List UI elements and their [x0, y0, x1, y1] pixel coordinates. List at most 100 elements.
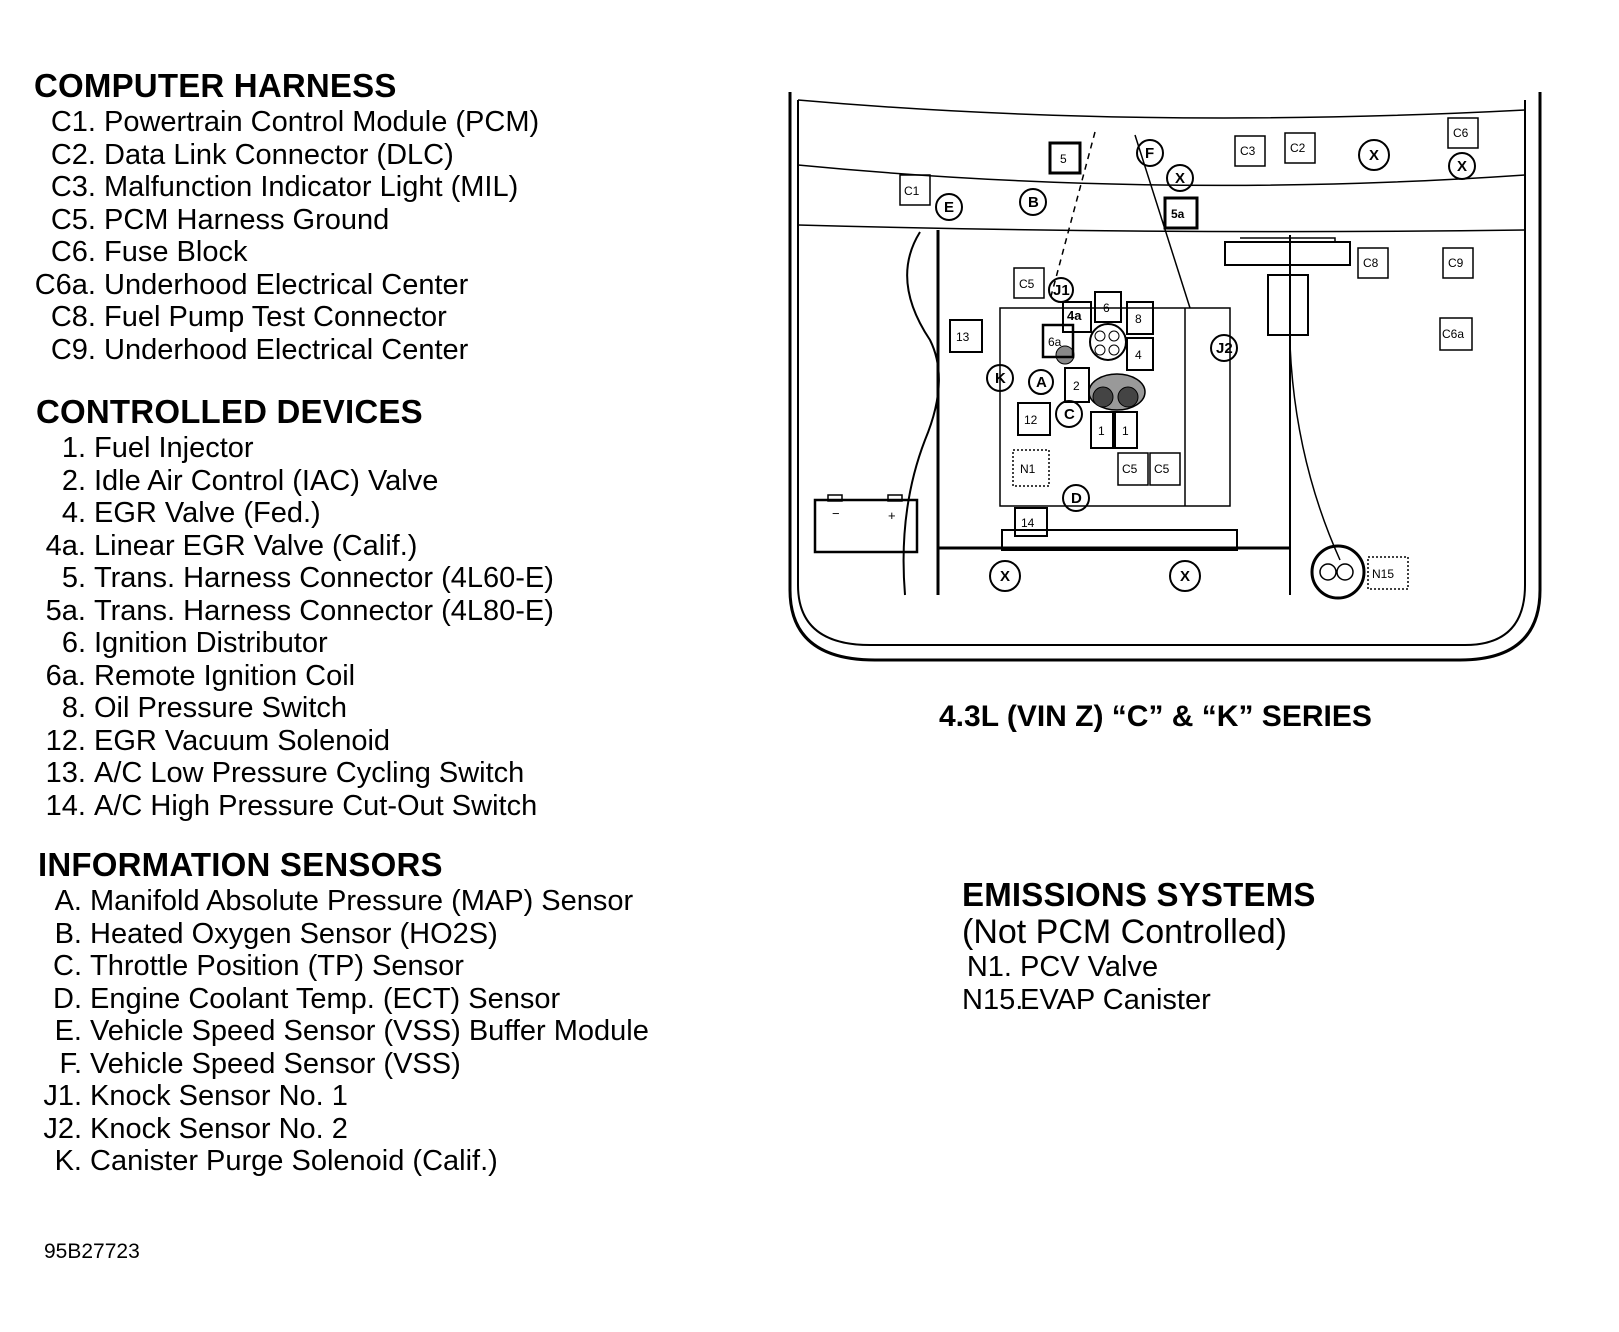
legend-item-label: Data Link Connector (DLC)	[104, 138, 454, 171]
legend-item-code: A.	[54, 885, 82, 917]
legend-item-code: B.	[54, 917, 82, 950]
sensor-f: F	[1136, 139, 1164, 167]
legend-item-code: 6a.	[45, 659, 86, 692]
device-12: 12	[1017, 402, 1051, 436]
diagram-caption: 4.3L (VIN Z) “C” & “K” SERIES	[939, 700, 1372, 733]
sensor-j2: J2	[1210, 334, 1238, 362]
legend-item-code: 2.	[61, 464, 86, 497]
legend-item: 8.Oil Pressure Switch	[36, 692, 554, 725]
legend-item: C1.Powertrain Control Module (PCM)	[34, 106, 539, 139]
legend-item: C2.Data Link Connector (DLC)	[34, 139, 539, 172]
svg-text:6a: 6a	[1048, 335, 1062, 349]
marker-x-5: X	[1169, 560, 1201, 592]
connector-c6: C6	[1447, 117, 1479, 149]
legend-item: D.Engine Coolant Temp. (ECT) Sensor	[38, 983, 649, 1016]
marker-x-2: X	[1358, 139, 1390, 171]
legend-item-code: 13.	[45, 757, 86, 789]
svg-text:X: X	[1369, 147, 1379, 164]
legend-item-label: Knock Sensor No. 1	[90, 1080, 348, 1112]
legend-item-label: EVAP Canister	[1020, 983, 1211, 1016]
legend-item-code: 4a.	[45, 529, 86, 562]
legend-item-label: Idle Air Control (IAC) Valve	[94, 464, 439, 497]
legend-item-code: C9.	[50, 333, 96, 366]
legend-item-code: 4.	[61, 497, 86, 529]
sensor-a: A	[1028, 369, 1054, 395]
connector-c5-a: C5	[1117, 452, 1149, 486]
legend-item-code: K.	[54, 1145, 82, 1177]
legend-item-code: C1.	[50, 106, 96, 138]
svg-text:C6a: C6a	[1442, 327, 1464, 341]
legend-item-code: F.	[59, 1047, 82, 1080]
connector-c5-b: C5	[1149, 452, 1181, 486]
device-6: 6	[1094, 291, 1122, 323]
legend-item-label: Malfunction Indicator Light (MIL)	[104, 171, 519, 203]
legend-item-label: Trans. Harness Connector (4L60-E)	[94, 562, 554, 594]
battery-plus-label: +	[888, 508, 896, 523]
legend-item: C.Throttle Position (TP) Sensor	[38, 950, 649, 983]
legend-item-label: Underhood Electrical Center	[104, 333, 469, 366]
marker-x-1: X	[1166, 164, 1194, 192]
engine-compartment-diagram: − + N15 C1 C3 C2 C6 C8 C9 C6a C5 C5 C5 5…	[788, 92, 1542, 662]
legend-item-label: Vehicle Speed Sensor (VSS) Buffer Module	[90, 1015, 649, 1047]
connector-c9: C9	[1442, 247, 1474, 279]
cowl-line-mid	[797, 164, 1526, 187]
device-2: 2	[1064, 367, 1090, 403]
legend-item-code: 5a.	[45, 594, 86, 627]
legend-item-label: Fuel Injector	[94, 432, 254, 464]
legend-item-label: EGR Vacuum Solenoid	[94, 724, 391, 757]
emissions-systems-heading: EMISSIONS SYSTEMS	[962, 876, 1316, 913]
svg-text:C: C	[1064, 406, 1075, 423]
legend-item-code: D.	[53, 982, 82, 1015]
legend-item-label: Fuel Pump Test Connector	[104, 301, 447, 333]
legend-item-label: Trans. Harness Connector (4L80-E)	[94, 594, 554, 627]
sensor-e: E	[935, 193, 963, 221]
svg-text:E: E	[944, 199, 954, 216]
legend-item-code: C8.	[50, 301, 96, 333]
computer-harness-section: COMPUTER HARNESS C1.Powertrain Control M…	[34, 68, 539, 366]
legend-item-code: J1.	[43, 1080, 82, 1112]
svg-text:C9: C9	[1448, 256, 1464, 270]
svg-text:1: 1	[1122, 424, 1129, 438]
legend-item-label: Throttle Position (TP) Sensor	[90, 950, 464, 982]
legend-item: 2.Idle Air Control (IAC) Valve	[36, 465, 554, 498]
legend-item: B.Heated Oxygen Sensor (HO2S)	[38, 918, 649, 951]
legend-item: C6a.Underhood Electrical Center	[34, 269, 539, 302]
svg-text:6: 6	[1103, 301, 1110, 315]
connector-c6a: C6a	[1439, 317, 1473, 351]
legend-item: 5.Trans. Harness Connector (4L60-E)	[36, 562, 554, 595]
svg-text:B: B	[1028, 194, 1039, 211]
svg-text:8: 8	[1135, 312, 1142, 326]
legend-item: 12.EGR Vacuum Solenoid	[36, 725, 554, 758]
svg-text:X: X	[1000, 568, 1010, 585]
legend-item: 4.EGR Valve (Fed.)	[36, 497, 554, 530]
legend-item-label: Canister Purge Solenoid (Calif.)	[90, 1145, 498, 1177]
svg-text:1: 1	[1098, 424, 1105, 438]
svg-text:A: A	[1036, 374, 1047, 391]
legend-item-label: Manifold Absolute Pressure (MAP) Sensor	[90, 885, 634, 917]
connector-c5-top: C5	[1013, 267, 1045, 299]
n15-label: N15	[1372, 567, 1394, 581]
legend-item: C9.Underhood Electrical Center	[34, 334, 539, 367]
battery-minus-label: −	[832, 506, 840, 521]
svg-text:C8: C8	[1363, 256, 1379, 270]
information-sensors-list: A.Manifold Absolute Pressure (MAP) Senso…	[38, 885, 649, 1178]
legend-item-label: Knock Sensor No. 2	[90, 1112, 348, 1145]
emissions-systems-section: EMISSIONS SYSTEMS (Not PCM Controlled) N…	[962, 877, 1316, 1016]
device-13: 13	[949, 319, 983, 353]
cowl-line-bottom	[797, 224, 1526, 233]
legend-item-label: Ignition Distributor	[94, 627, 328, 659]
legend-item-code: 14.	[45, 789, 86, 822]
svg-text:5a: 5a	[1171, 207, 1185, 221]
computer-harness-list: C1.Powertrain Control Module (PCM)C2.Dat…	[34, 106, 539, 366]
legend-item-label: Linear EGR Valve (Calif.)	[94, 529, 418, 562]
connector-c3: C3	[1234, 135, 1266, 167]
legend-item: N1.PCV Valve	[962, 951, 1316, 984]
information-sensors-section: INFORMATION SENSORS A.Manifold Absolute …	[38, 847, 649, 1178]
legend-item-label: Underhood Electrical Center	[104, 268, 469, 301]
legend-item: C3.Malfunction Indicator Light (MIL)	[34, 171, 539, 204]
sensor-d: D	[1062, 484, 1090, 512]
legend-item: J1.Knock Sensor No. 1	[38, 1080, 649, 1113]
